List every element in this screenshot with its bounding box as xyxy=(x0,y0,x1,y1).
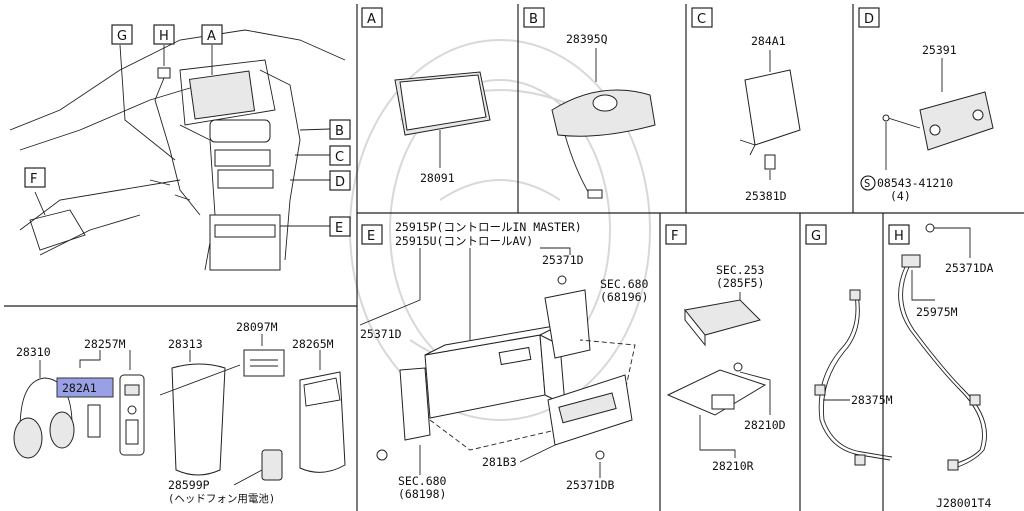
part-sec680-bottom: SEC.680 xyxy=(398,474,447,488)
part-25371d-top: 25371D xyxy=(542,253,584,267)
part-28097m: 28097M xyxy=(236,320,278,334)
part-25915u: 25915U(コントロールAV) xyxy=(395,234,533,248)
part-25371db: 25371DB xyxy=(566,478,615,492)
part-sec680-top: SEC.680 xyxy=(600,277,649,291)
callout-e: E xyxy=(335,221,343,236)
climate-panel xyxy=(919,91,994,151)
callout-a: A xyxy=(207,29,216,44)
panel-c-letter: C xyxy=(697,12,706,27)
headphones-left-cup xyxy=(13,417,43,459)
part-25371da: 25371DA xyxy=(945,261,994,275)
panel-e-letter: E xyxy=(367,229,375,244)
overview-dashboard xyxy=(9,29,346,271)
part-282a1: 282A1 xyxy=(62,381,97,395)
control-panel xyxy=(551,89,656,137)
instruction-card xyxy=(243,349,285,377)
part-28210d: 28210D xyxy=(744,418,786,432)
callout-d: D xyxy=(335,175,345,190)
panel-g-letter: G xyxy=(811,229,821,244)
harness-28375m xyxy=(818,294,891,461)
storage-case xyxy=(299,371,346,473)
panel-h: H 25371DA 25975M xyxy=(888,223,994,471)
part-284a1: 284A1 xyxy=(751,34,786,48)
callout-c: C xyxy=(335,150,344,165)
panel-dividers xyxy=(4,4,1024,511)
panel-c: C 284A1 25381D xyxy=(691,7,801,203)
part-68196: (68196) xyxy=(600,290,648,304)
part-28265m: 28265M xyxy=(292,337,334,351)
panel-a-letter: A xyxy=(367,12,376,27)
panel-h-letter: H xyxy=(894,229,904,244)
panel-d: D 25391 S 08543-41210 (4) xyxy=(858,7,994,203)
harness-25975m xyxy=(898,266,983,466)
battery xyxy=(261,449,283,481)
panel-d-letter: D xyxy=(864,12,874,27)
qty-4: (4) xyxy=(890,189,911,203)
accessories-panel: 28310 28257M 28313 28097M 28265M 282A1 2… xyxy=(13,320,346,505)
part-68198: (68198) xyxy=(398,487,446,501)
panel-e: E 25915P(コントロールIN MASTER) 25915U(コントロールA… xyxy=(359,220,649,501)
part-28395q: 28395Q xyxy=(566,32,608,46)
callout-h: H xyxy=(159,29,169,44)
headphones-band xyxy=(19,377,73,431)
part-285f5: (285F5) xyxy=(716,276,764,290)
part-28313: 28313 xyxy=(168,337,203,351)
headphones-right-cup xyxy=(49,411,75,449)
mounting-plate xyxy=(666,369,767,416)
callout-g: G xyxy=(117,29,127,44)
s-circle-letter: S xyxy=(864,178,870,190)
pouch xyxy=(171,363,226,476)
callout-b: B xyxy=(335,124,344,139)
part-28210r: 28210R xyxy=(712,459,754,473)
panel-g: G 28375M xyxy=(805,224,893,466)
diagram-code: J28001T4 xyxy=(936,496,991,510)
part-28375m: 28375M xyxy=(851,393,893,407)
panel-f-letter: F xyxy=(671,229,678,244)
panel-b: B 28395Q xyxy=(523,7,656,199)
part-sec253: SEC.253 xyxy=(716,263,765,277)
s-circle-icon xyxy=(860,175,876,191)
part-28091: 28091 xyxy=(420,171,455,185)
part-25915p: 25915P(コントロールIN MASTER) xyxy=(395,220,582,234)
part-25371d-left: 25371D xyxy=(360,327,402,341)
panel-b-letter: B xyxy=(529,12,538,27)
highlight-282a1[interactable] xyxy=(56,377,114,398)
part-25381d: 25381D xyxy=(745,189,787,203)
part-28599p: 28599P xyxy=(168,478,210,492)
part-25391: 25391 xyxy=(922,43,957,57)
part-281b3: 281B3 xyxy=(482,455,517,469)
battery-note: (ヘッドフォン用電池) xyxy=(168,492,275,505)
part-28310: 28310 xyxy=(16,345,51,359)
bracket-right xyxy=(544,289,591,359)
panel-f: F SEC.253 (285F5) 28210D 28210R xyxy=(665,224,786,473)
bracket-left xyxy=(399,367,431,441)
part-08543-41210: 08543-41210 xyxy=(877,176,953,190)
module-unit xyxy=(744,69,801,146)
harness-connector xyxy=(901,254,921,268)
part-28257m: 28257M xyxy=(84,337,126,351)
overview-callouts: G H A B C D E F xyxy=(24,24,351,237)
cover-part xyxy=(87,404,101,438)
callout-f: F xyxy=(30,172,37,187)
part-25975m: 25975M xyxy=(916,305,958,319)
panel-a: A 28091 xyxy=(361,7,491,185)
